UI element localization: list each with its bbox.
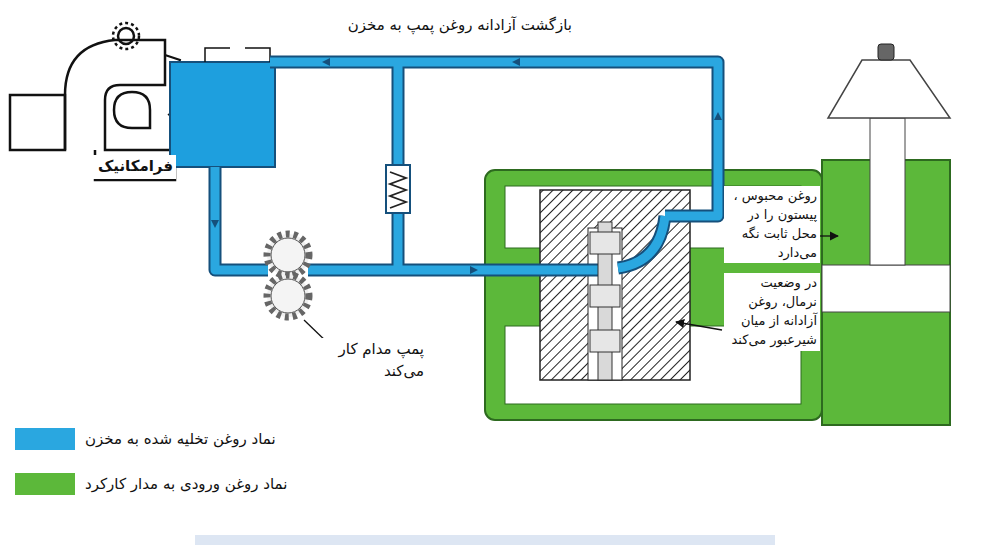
callout-note: در وضعیت نرمال، روغن آزادانه از میان شیر…: [724, 273, 820, 350]
callout-note: روغن محبوس ، پیستون را در محل ثابت نگه م…: [724, 186, 820, 263]
flow-arrow: [211, 58, 722, 274]
legend-item: نماد روغن تخلیه شده به مخزن: [15, 428, 276, 450]
load-knob: [878, 44, 894, 60]
relief-valve: [386, 165, 410, 213]
legend-item: نماد روغن ورودی به مدار کارکرد: [15, 473, 287, 495]
piston: [822, 265, 950, 312]
pump-label: پمپ مدام کار می‌کند: [322, 338, 427, 384]
legend-swatch: [15, 428, 75, 450]
leader-line: [676, 322, 722, 330]
caption-bar: [195, 535, 775, 545]
logo-mark: [10, 23, 185, 180]
leader-line: [820, 235, 838, 236]
tank: [170, 62, 275, 167]
tank-vent: [205, 48, 270, 62]
valve-body: [540, 190, 690, 380]
spool-land: [590, 285, 620, 307]
spool-land: [590, 330, 620, 352]
spool-land: [590, 232, 620, 254]
legend-text: نماد روغن ورودی به مدار کارکرد: [85, 475, 287, 493]
legend-text: نماد روغن تخلیه شده به مخزن: [85, 430, 276, 448]
load: [828, 60, 950, 118]
legend-swatch: [15, 473, 75, 495]
logo-text: فرامکانیک: [92, 155, 176, 179]
flow-note: بازگشت آزادانه روغن پمپ به مخزن: [285, 14, 575, 38]
valve-housing: [485, 170, 822, 420]
piston-rod: [870, 118, 905, 265]
gear-pump: [267, 234, 309, 317]
